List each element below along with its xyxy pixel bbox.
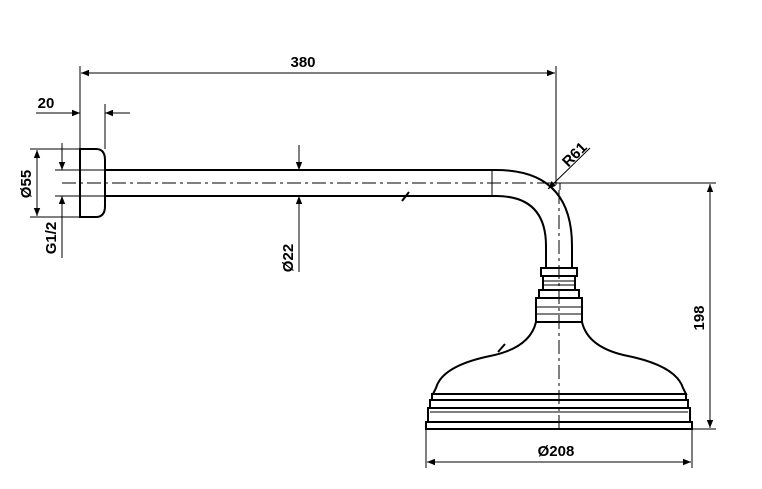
- dimension-thread: G1/2: [43, 143, 80, 258]
- dim-label-g12: G1/2: [43, 222, 60, 255]
- dimension-head-diameter: Ø208: [425, 429, 693, 468]
- shower-head: [425, 321, 693, 430]
- swivel-connector: [535, 267, 583, 323]
- dim-label-20: 20: [38, 95, 55, 112]
- dimension-plate-depth: 20: [36, 95, 130, 149]
- dimension-bend-radius: R61: [547, 139, 591, 190]
- wall-plate: [79, 148, 106, 218]
- dim-label-r61: R61: [559, 139, 590, 170]
- dim-label-d55: Ø55: [18, 170, 35, 198]
- dimension-arm-length: 380: [79, 54, 557, 185]
- dimension-arm-diameter: Ø22: [280, 145, 303, 272]
- dim-label-198: 198: [691, 305, 708, 330]
- dimension-plate-diameter: Ø55: [18, 148, 80, 218]
- shower-arm: [62, 169, 573, 430]
- dim-label-380: 380: [290, 54, 315, 71]
- dim-label-d22: Ø22: [280, 244, 297, 272]
- dimension-total-drop: 198: [546, 182, 716, 430]
- dim-label-d208: Ø208: [538, 443, 575, 460]
